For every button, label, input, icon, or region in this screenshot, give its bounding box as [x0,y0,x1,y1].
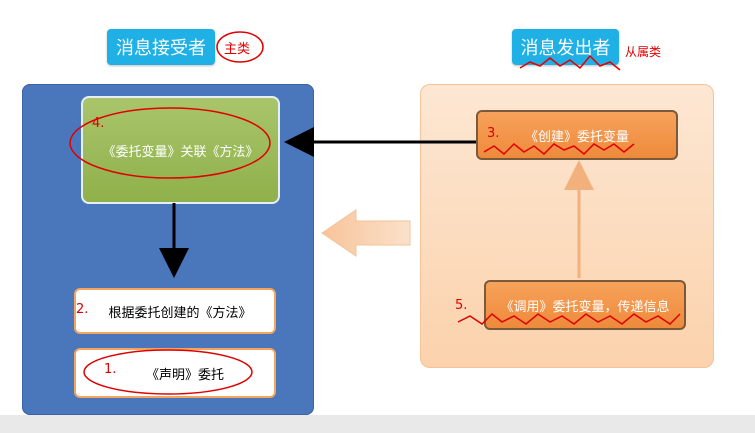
create-box-underline [483,142,635,156]
create-box-text: 《创建》委托变量 [524,129,629,145]
call-box-number: 5. [455,298,468,313]
sender-note: 从属类 [625,45,662,59]
call-box: 《调用》委托变量，传递信息 [484,280,686,330]
bottom-strip [0,415,755,433]
sender-title-text: 消息发出者 [520,38,611,59]
declare-box: 《声明》委托 [74,348,276,398]
create-box-number: 3. [487,126,500,141]
receiver-title: 消息接受者 [107,29,215,65]
create-box: 《创建》委托变量 [476,110,678,160]
associate-ellipse [69,107,271,179]
method-box-text: 根据委托创建的《方法》 [108,305,252,321]
receiver-title-text: 消息接受者 [116,38,206,59]
declare-ellipse [83,349,253,395]
associate-box-text: 《委托变量》关联《方法》 [102,144,259,160]
call-box-underline [457,312,681,325]
declare-box-text: 《声明》委托 [145,367,224,383]
sender-title: 消息发出者 [512,29,619,65]
receiver-note-ellipse [216,31,264,63]
declare-box-number: 1. [104,362,117,377]
call-box-text: 《调用》委托变量，传递信息 [500,299,670,315]
method-box-number: 2. [76,302,89,317]
method-box: 根据委托创建的《方法》 [74,288,276,334]
big-left-arrow [321,209,411,257]
receiver-note: 主类 [224,42,251,57]
sender-title-underline [519,54,621,71]
